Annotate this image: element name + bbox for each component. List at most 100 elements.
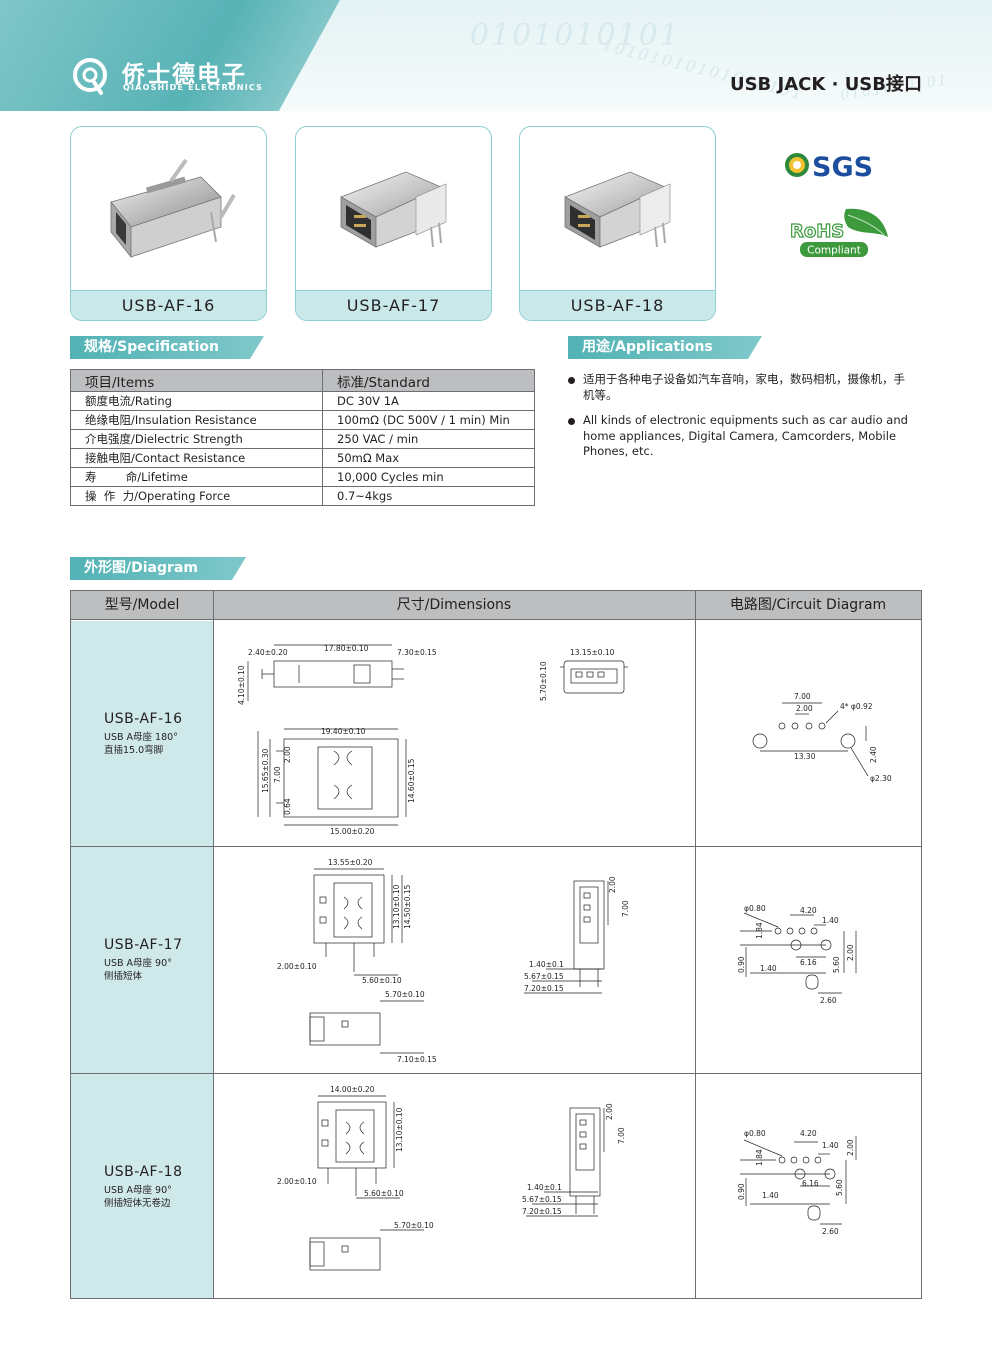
dimension-label: 2.00±0.10: [277, 962, 317, 971]
dimension-label: 17.80±0.10: [324, 644, 369, 653]
dimension-label: 1.40±0.1: [529, 960, 564, 969]
dimension-label: 5.67±0.15: [524, 972, 564, 981]
dimension-label: 1.84: [755, 1149, 764, 1166]
list-item: 适用于各种电子设备如汽车音响，家电，数码相机，摄像机，手机等。: [568, 372, 908, 403]
dimension-label: 7.10±0.15: [397, 1055, 437, 1064]
bullet-icon: [568, 418, 575, 425]
model-desc-line: USB A母座 180°: [104, 732, 178, 743]
dimension-label: 5.70±0.10: [394, 1221, 434, 1230]
list-item: All kinds of electronic equipments such …: [568, 413, 908, 460]
dimension-label: 6.16: [802, 1179, 819, 1188]
spec-item: 操 作 力/Operating Force: [70, 486, 323, 506]
header-background: [280, 0, 992, 111]
table-row: 额度电流/Rating DC 30V 1A: [70, 391, 535, 411]
row-divider: [71, 1073, 921, 1074]
dimension-label: 5.60: [832, 956, 841, 973]
model-desc-line: USB A母座 90°: [104, 958, 172, 969]
dimension-label: 1.40: [822, 916, 839, 925]
dimension-label: 5.60±0.10: [362, 976, 402, 985]
column-header: 项目/Items: [70, 369, 323, 392]
model-description: USB A母座 90° 侧插短体无卷边: [104, 1184, 172, 1210]
dimension-label: φ0.80: [744, 904, 766, 913]
dimension-label: 4.20: [800, 906, 817, 915]
dimension-label: 0.64: [283, 798, 292, 815]
applications-tab: 用途/Applications: [568, 336, 762, 359]
dimension-label: 1.40: [822, 1141, 839, 1150]
table-row: 操 作 力/Operating Force 0.7~4kgs: [70, 486, 535, 506]
svg-text:SGS: SGS: [812, 152, 873, 180]
diagram-table: 型号/Model 尺寸/Dimensions 电路图/Circuit Diagr…: [70, 590, 922, 1299]
dimension-label: 2.00: [283, 746, 292, 763]
dimension-label: 5.70±0.10: [385, 990, 425, 999]
dimension-label: 15.00±0.20: [330, 827, 375, 836]
model-desc-line: 侧插短体: [104, 971, 143, 982]
dimension-label: 2.00: [846, 1139, 855, 1156]
model-desc-line: 直插15.0弯脚: [104, 745, 164, 756]
specification-tab: 规格/Specification: [70, 336, 264, 359]
dimension-drawing-usb-af-18: 14.00±0.20 13.10±0.10 2.00±0.10 5.60±0.1…: [277, 1085, 626, 1271]
spec-value: 10,000 Cycles min: [322, 467, 535, 487]
dimension-label: 14.50±0.15: [403, 884, 412, 929]
dimension-label: φ0.80: [744, 1129, 766, 1138]
dimension-label: 2.40: [869, 746, 878, 763]
dimension-label: 2.60: [822, 1227, 839, 1236]
dimension-label: 7.00: [273, 766, 282, 783]
circuit-diagram-usb-af-18: φ0.80 4.20 1.40 1.84 6.16 0.90 1.40 5.60…: [737, 1129, 857, 1236]
rohs-logo-icon: RoHS Compliant: [789, 208, 888, 257]
spec-value: 50mΩ Max: [322, 448, 535, 468]
dimension-label: 2.00: [846, 944, 855, 961]
spec-item: 接触电阻/Contact Resistance: [70, 448, 323, 468]
row-divider: [71, 846, 921, 847]
dimension-label: 1.40±0.1: [527, 1183, 562, 1192]
column-divider: [695, 591, 696, 1298]
spec-item: 寿 命/Lifetime: [70, 467, 323, 487]
dimension-label: 19.40±0.10: [321, 727, 366, 736]
model-name: USB-AF-16: [104, 711, 183, 727]
page-header: 0101010101 10101010101010101 0101010101 …: [0, 0, 992, 111]
spec-value: 0.7~4kgs: [322, 486, 535, 506]
dimension-label: 7.00: [794, 692, 811, 701]
dimension-label: 4.10±0.10: [237, 665, 246, 705]
dimension-label: 1.40: [762, 1191, 779, 1200]
dimension-label: 2.00±0.10: [277, 1177, 317, 1186]
model-desc-line: 侧插短体无卷边: [104, 1198, 171, 1209]
dimension-label: φ2.30: [870, 774, 892, 783]
model-cell: USB-AF-17 USB A母座 90° 侧插短体: [71, 847, 213, 1073]
column-header-circuit: 电路图/Circuit Diagram: [695, 591, 921, 620]
model-description: USB A母座 90° 侧插短体: [104, 957, 172, 983]
spec-value: 100mΩ (DC 500V / 1 min) Min: [322, 410, 535, 430]
binary-decoration: 0101010101: [470, 18, 681, 53]
dimension-drawing-usb-af-16: 2.40±0.20 17.80±0.10 7.30±0.15 4.10±0.10…: [237, 644, 628, 836]
dimension-label: 2.00: [608, 876, 617, 893]
dimension-label: 15.65±0.30: [261, 748, 270, 793]
column-header: 标准/Standard: [322, 369, 535, 392]
product-card-usb-af-17: USB-AF-17: [295, 126, 492, 321]
model-desc-line: USB A母座 90°: [104, 1185, 172, 1196]
table-row: 接触电阻/Contact Resistance 50mΩ Max: [70, 448, 535, 468]
sgs-logo-icon: SGS: [785, 152, 873, 180]
table-header-row: 项目/Items 标准/Standard: [70, 369, 535, 392]
dimension-label: 5.60: [835, 1179, 844, 1196]
column-header-dimensions: 尺寸/Dimensions: [213, 591, 695, 620]
dimension-label: 7.30±0.15: [397, 648, 437, 657]
svg-text:RoHS: RoHS: [790, 221, 844, 242]
specification-table: 项目/Items 标准/Standard 额度电流/Rating DC 30V …: [70, 369, 535, 506]
dimension-label: 1.40: [760, 964, 777, 973]
header-band: [0, 0, 340, 111]
application-text: 适用于各种电子设备如汽车音响，家电，数码相机，摄像机，手机等。: [583, 372, 905, 402]
usb-jack-photo-icon: [110, 158, 236, 259]
product-card-usb-af-18: USB-AF-18: [519, 126, 716, 321]
dimension-drawing-usb-af-17: 13.55±0.20 13.10±0.10 14.50±0.15 2.00±0.…: [277, 858, 630, 1064]
model-name: USB-AF-18: [104, 1164, 183, 1180]
dimension-label: 7.20±0.15: [524, 984, 564, 993]
brand-name-cn: 侨士德电子: [122, 62, 247, 88]
product-label: USB-AF-17: [296, 290, 491, 320]
spec-item: 介电强度/Dielectric Strength: [70, 429, 323, 449]
usb-jack-photo-icon: [340, 171, 447, 248]
column-divider: [213, 591, 214, 1298]
dimension-label: 2.00: [796, 704, 813, 713]
table-row: 寿 命/Lifetime 10,000 Cycles min: [70, 467, 535, 487]
dimension-label: 4* φ0.92: [840, 702, 873, 711]
circuit-diagram-usb-af-17: φ0.80 4.20 1.40 1.84 6.16 0.90 1.40 5.60…: [737, 904, 857, 1005]
usb-jack-photo-icon: [564, 171, 671, 248]
